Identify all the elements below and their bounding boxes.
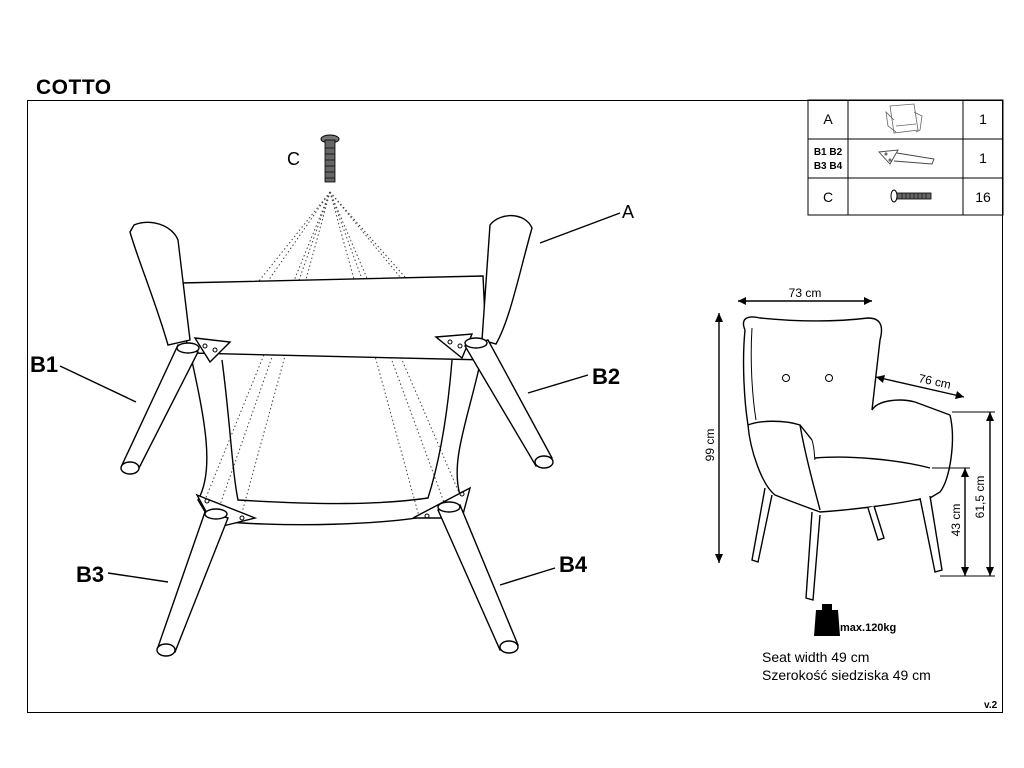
- table-code-b-line1: B1 B2: [814, 147, 843, 158]
- table-code-b-line2: B3 B4: [814, 161, 843, 172]
- diagram-frame: [27, 100, 1003, 713]
- leg-b4: [437, 501, 519, 654]
- label-leg-b2: B2: [592, 364, 620, 389]
- leader-lines: [59, 212, 621, 586]
- table-qty-a: 1: [979, 111, 987, 127]
- leg-brackets: [193, 333, 474, 529]
- table-qty-c: 16: [975, 189, 991, 205]
- label-screw-c: C: [287, 149, 300, 169]
- screw-c-icon: [320, 134, 340, 183]
- version-label: v.2: [984, 700, 998, 711]
- table-qty-b: 1: [979, 150, 987, 166]
- page-title: COTTO: [36, 76, 112, 99]
- dim-armrest-height: 61,5 cm: [973, 476, 987, 519]
- weight-icon: [814, 604, 840, 636]
- dim-height: 99 cm: [703, 429, 717, 462]
- dim-depth: 76 cm: [917, 371, 952, 391]
- table-code-c: C: [823, 189, 833, 205]
- parts-table: A 1 B1 B2 B3 B4 1 C 16: [807, 99, 1004, 216]
- armchair-thumbnail-icon: [885, 103, 923, 134]
- table-code-a: A: [823, 111, 833, 127]
- armchair-body-a: [129, 214, 533, 526]
- leg-b3: [156, 508, 229, 657]
- dim-seat-height: 43 cm: [949, 504, 963, 537]
- label-leg-b1: B1: [30, 352, 58, 377]
- dimension-lines: [715, 297, 995, 577]
- max-load-label: max.120kg: [840, 622, 896, 634]
- seat-width-english: Seat width 49 cm: [762, 649, 869, 665]
- label-leg-b4: B4: [559, 552, 588, 577]
- dim-width: 73 cm: [789, 286, 822, 300]
- label-seat-a: A: [622, 202, 634, 222]
- armchair-side-view: [742, 316, 954, 601]
- leg-b1: [120, 342, 200, 475]
- leg-bracket-icon: [878, 149, 935, 165]
- seat-width-polish: Szerokość siedziska 49 cm: [762, 667, 931, 683]
- screw-thumbnail-icon: [890, 189, 932, 203]
- label-leg-b3: B3: [76, 562, 104, 587]
- leg-b2: [463, 337, 554, 469]
